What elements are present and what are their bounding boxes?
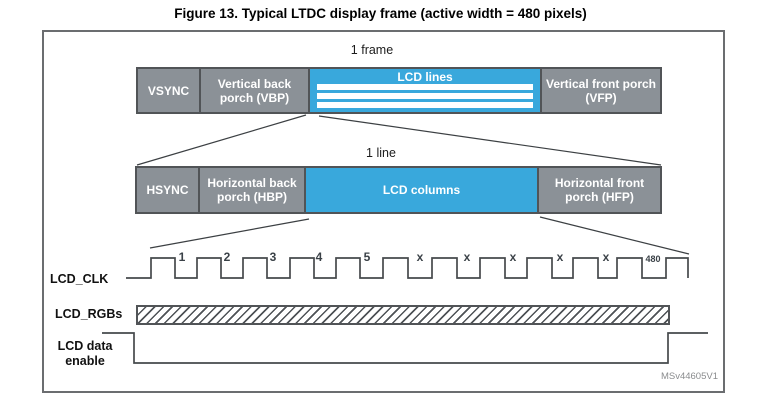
line-segment-hfp-label: Horizontal front porch (HFP) — [554, 176, 645, 204]
clock-pulse-label: 1 — [178, 250, 186, 264]
line-segment-hbp: Horizontal back porch (HBP) — [198, 166, 306, 214]
clock-pulse-label: x — [602, 250, 610, 264]
frame-segment-vsync-label: VSYNC — [147, 83, 190, 98]
clock-pulse-label: x — [416, 250, 424, 264]
clock-pulse-label: x — [463, 250, 471, 264]
lcd-data-enable-label: LCD data enable — [57, 339, 113, 368]
frame-segment-vsync: VSYNC — [136, 67, 201, 114]
frame-segment-vfp: Vertical front porch (VFP) — [540, 67, 662, 114]
lcd-line-stripe — [317, 102, 533, 108]
figure-title: Figure 13. Typical LTDC display frame (a… — [174, 6, 587, 21]
clock-pulse-label: x — [509, 250, 517, 264]
lcd-line-stripe — [317, 84, 533, 90]
lcd-rgbs-hatched-bar — [136, 305, 670, 325]
line-segment-hsync-label: HSYNC — [146, 183, 189, 197]
watermark: MSv44605V1 — [660, 371, 718, 382]
frame-segment-vbp: Vertical back porch (VBP) — [199, 67, 310, 114]
clock-pulse-label: 2 — [223, 250, 231, 264]
lcd-rgbs-label: LCD_RGBs — [55, 307, 123, 321]
frame-segment-vfp-label: Vertical front porch (VFP) — [545, 76, 657, 105]
clock-pulse-label: x — [556, 250, 564, 264]
clock-pulse-label: 4 — [315, 250, 323, 264]
line-segment-lcd-columns: LCD columns — [304, 166, 539, 214]
line-segment-lcd-columns-label: LCD columns — [382, 183, 461, 197]
lcd-line-stripe — [317, 93, 533, 99]
clock-pulse-label-480: 480 — [645, 254, 661, 264]
line-caption: 1 line — [366, 146, 396, 160]
line-segment-hbp-label: Horizontal back porch (HBP) — [207, 176, 297, 204]
frame-segment-lcd-lines: LCD lines — [308, 67, 542, 114]
frame-caption: 1 frame — [350, 43, 394, 57]
lcd-clk-label: LCD_CLK — [50, 272, 109, 286]
line-segment-hsync: HSYNC — [135, 166, 200, 214]
clock-pulse-label: 3 — [269, 250, 277, 264]
line-segment-hfp: Horizontal front porch (HFP) — [537, 166, 662, 214]
frame-segment-lcd-lines-label: LCD lines — [397, 70, 453, 84]
clock-pulse-label: 5 — [363, 250, 371, 264]
frame-segment-vbp-label: Vertical back porch (VBP) — [217, 76, 292, 105]
